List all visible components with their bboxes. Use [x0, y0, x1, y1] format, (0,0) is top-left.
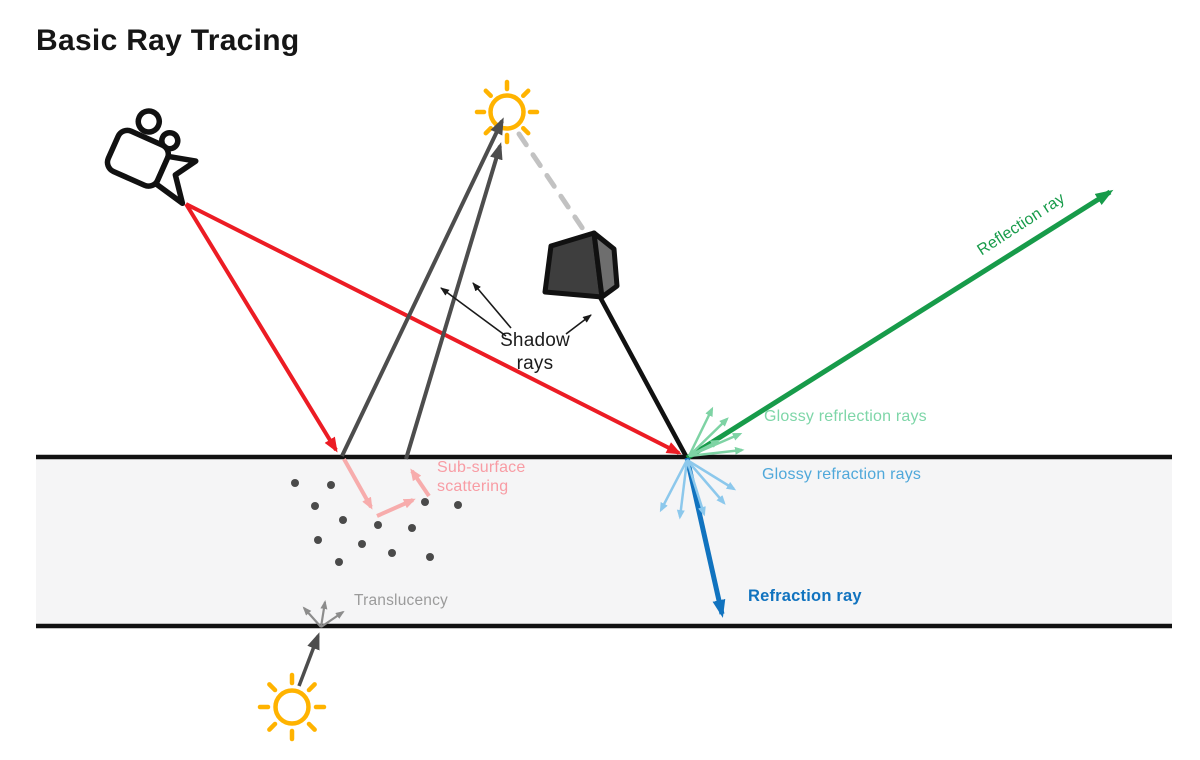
sun-icon: [474, 79, 540, 145]
sun-icon: [257, 672, 327, 742]
blocked-shadow-ray: [598, 295, 689, 460]
glossy-reflection-rays: [687, 406, 745, 458]
refraction-ray: [684, 457, 726, 618]
translucency-label: Translucency: [354, 592, 448, 609]
primary-rays: [184, 202, 682, 455]
subsurface-label-line1: Sub-surface: [437, 459, 526, 476]
shadow-rays-annotation-arrows: [440, 282, 592, 337]
subsurface-scattering-label: Sub-surface scattering: [437, 458, 525, 496]
reflection-ray: [685, 189, 1114, 461]
refraction-ray-label: Refraction ray: [748, 587, 862, 605]
camera-icon: [104, 108, 199, 207]
shadow-rays-label: Shadow rays: [475, 329, 595, 375]
shadow-rays-label-line2: rays: [516, 353, 554, 374]
page-title: Basic Ray Tracing: [36, 24, 300, 57]
glossy-reflection-rays-label: Glossy refrlection rays: [764, 408, 927, 425]
shadow-rays: [340, 117, 504, 460]
subsurface-label-line2: scattering: [437, 478, 509, 495]
subsurface-scattering-path: [342, 458, 431, 518]
subsurface-particles: [291, 479, 462, 566]
glossy-refraction-rays: [659, 458, 737, 520]
glossy-refraction-rays-label: Glossy refraction rays: [762, 466, 922, 483]
shadow-rays-label-line1: Shadow: [500, 330, 570, 351]
cube: [542, 230, 620, 300]
translucency-rays: [297, 600, 345, 687]
blocked-light-dashed-ray: [516, 131, 586, 232]
surface-slab: [36, 454, 1172, 629]
